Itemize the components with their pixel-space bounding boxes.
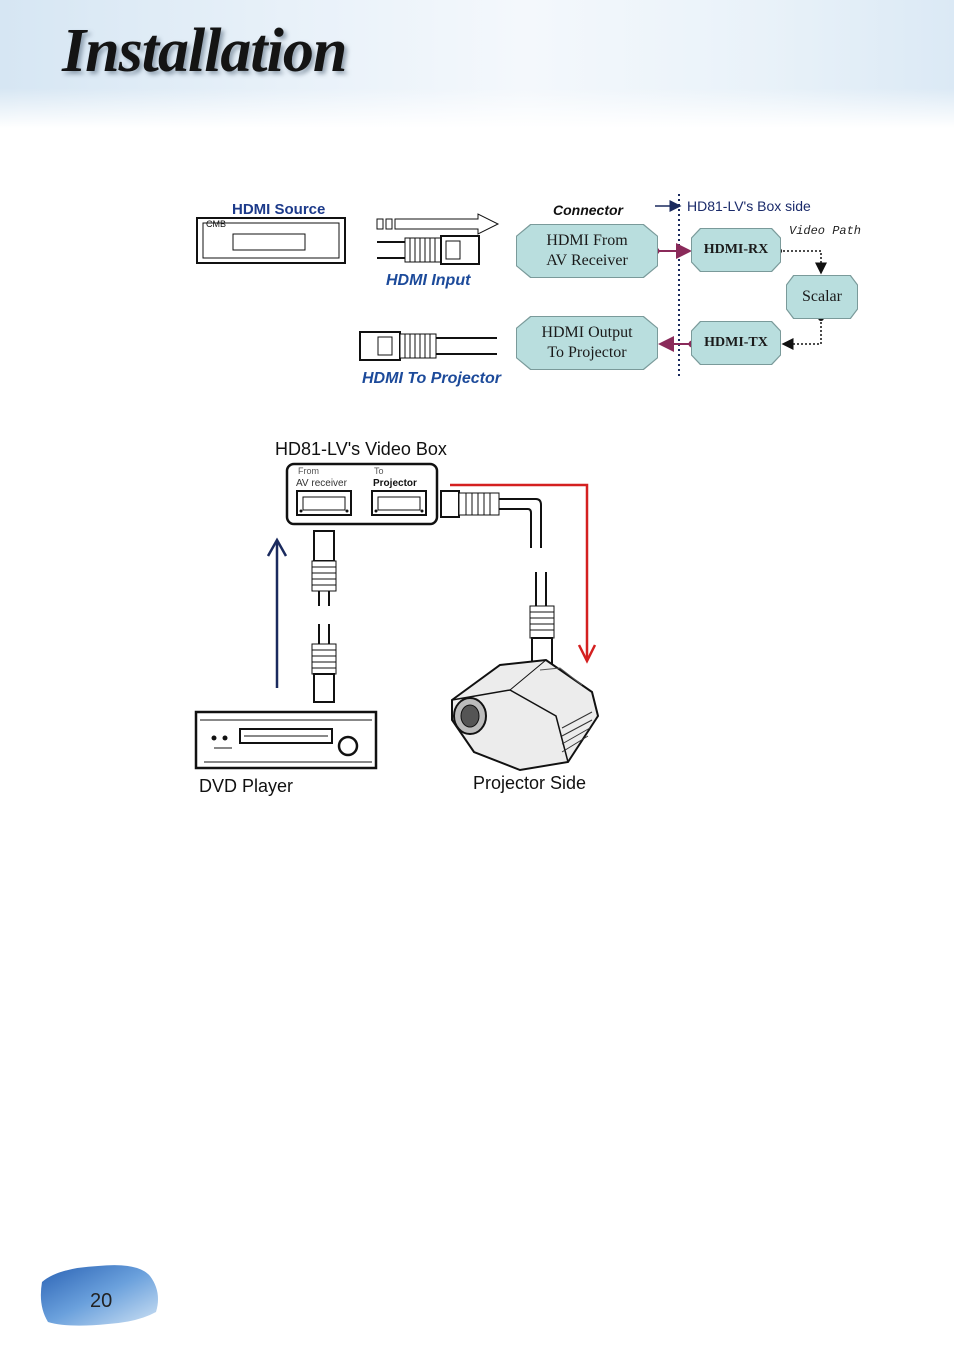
dvd-hdmi-cable-icon bbox=[311, 530, 337, 703]
dvd-player-label: DVD Player bbox=[199, 776, 294, 796]
video-box-connection-diagram bbox=[194, 462, 600, 772]
page-title: Installation bbox=[62, 17, 347, 85]
from-label: From bbox=[298, 466, 319, 476]
hdmi-source-label: HDMI Source bbox=[232, 201, 326, 218]
hdmi-source-device bbox=[196, 217, 346, 264]
page-number: 20 bbox=[90, 1290, 113, 1312]
hdmi-input-label: HDMI Input bbox=[386, 272, 471, 289]
device-brand-label: CMB bbox=[206, 219, 226, 229]
from-av-line2: AV Receiver bbox=[546, 252, 628, 269]
hdmi-to-projector-label: HDMI To Projector bbox=[362, 370, 501, 387]
hdmi-output-connector-icon bbox=[359, 331, 497, 361]
hdmi-from-av-receiver-box: HDMI From AV Receiver bbox=[517, 225, 657, 277]
connector-label: Connector bbox=[553, 202, 623, 218]
scalar-box: Scalar bbox=[787, 276, 857, 318]
box-side-label: HD81-LV's Box side bbox=[687, 198, 811, 214]
signal-up-arrow-icon bbox=[266, 537, 288, 688]
projector-side-label: Projector Side bbox=[473, 773, 587, 793]
hdmi-input-connector-icon bbox=[377, 235, 480, 265]
hdmi-rx-box: HDMI-RX bbox=[692, 229, 780, 271]
input-arrow-icon bbox=[376, 213, 500, 235]
page-number-tab bbox=[40, 1265, 158, 1326]
output-line2: To Projector bbox=[547, 344, 627, 361]
av-receiver-port-label: AV receiver bbox=[296, 478, 347, 489]
hdmi-output-to-projector-box: HDMI Output To Projector bbox=[517, 317, 657, 369]
from-av-line1: HDMI From bbox=[546, 232, 628, 249]
to-label: To bbox=[374, 466, 384, 476]
hdmi-signal-diagram bbox=[196, 194, 827, 376]
video-box-title: HD81-LV's Video Box bbox=[275, 439, 447, 459]
projector-port-label: Projector bbox=[373, 478, 417, 489]
dvd-player-icon bbox=[194, 710, 378, 770]
output-line1: HDMI Output bbox=[541, 324, 633, 341]
video-path-label: Video Path bbox=[789, 224, 862, 238]
signal-to-projector-arrow-icon bbox=[450, 483, 597, 664]
projector-icon bbox=[451, 658, 600, 772]
hdmi-tx-box: HDMI-TX bbox=[692, 322, 780, 364]
video-box-device bbox=[285, 462, 439, 526]
page-header bbox=[0, 0, 954, 128]
projector-hdmi-cable-icon bbox=[440, 490, 555, 667]
